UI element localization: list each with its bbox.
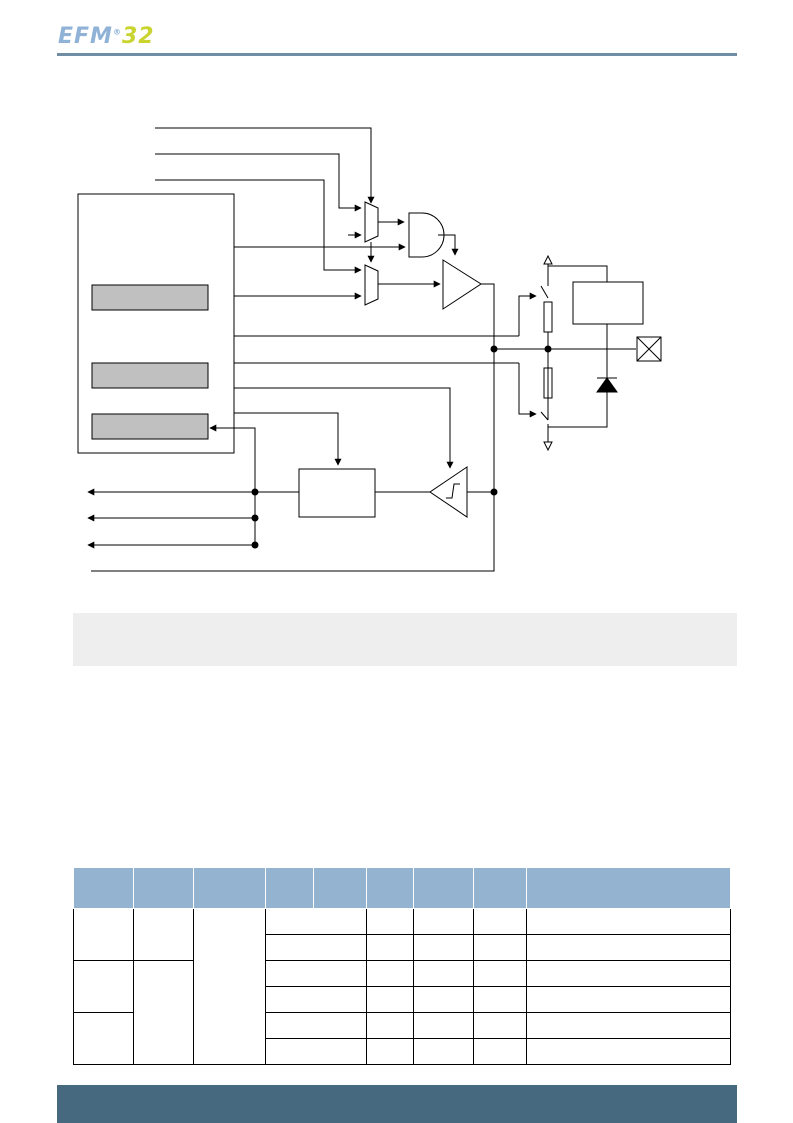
vss-arrow [543,441,553,452]
table-cell [265,934,367,961]
amplifier-icon [442,259,482,310]
table-cell [526,908,731,935]
table-cell [526,986,731,1013]
table-cell [366,1012,414,1039]
register-block-1 [91,284,209,311]
table-header [313,867,367,909]
table-cell [526,1012,731,1039]
signal-line-3 [155,179,362,274]
table-cell [473,986,527,1013]
table-row [74,934,731,961]
footer-bar [57,1085,737,1123]
mux-icon [364,201,379,243]
table-cell [473,1012,527,1039]
table-cell [473,1038,527,1065]
resistor-icon [543,367,553,399]
table-cell [73,1012,134,1065]
table-cell [133,908,194,961]
table-cell [366,960,414,987]
table-cell [473,960,527,987]
table-header [366,867,414,909]
table-cell [265,960,367,987]
junction-dots [251,345,552,549]
input-filter-block [298,468,376,518]
gpio-control-block [77,193,235,454]
table-cell [413,1038,474,1065]
figure-caption-box [73,613,737,666]
table-row [74,986,731,1013]
table-cell [366,934,414,961]
table-cell [413,1012,474,1039]
table-header [193,867,266,909]
register-block-3 [91,413,209,440]
table-cell [526,934,731,961]
resistor-icon [543,301,553,333]
table-header [265,867,314,909]
table-cell [413,908,474,935]
table-header [473,867,527,909]
table-cell [366,1038,414,1065]
table-cell [366,908,414,935]
table-cell [473,908,527,935]
signal-line-2 [155,153,362,212]
table-cell [473,934,527,961]
switch-icon [518,295,536,336]
table-header [526,867,731,909]
efm32-logo: EFM®32 [58,24,155,49]
pad-icon [636,336,662,362]
table-row [74,1038,731,1065]
table-header-row [73,867,731,909]
pin-configuration-table [73,867,731,1065]
mux-icon [364,264,379,306]
table-row [73,908,731,1065]
table-cell [526,1038,731,1065]
table-cell [413,934,474,961]
table-cell [73,908,134,961]
vdd-arrow [543,254,553,265]
table-header [413,867,474,909]
pad-protection-box [572,281,644,325]
and-gate-icon [408,212,445,258]
table-cell [413,960,474,987]
table-cell [526,960,731,987]
table-header [73,867,134,909]
gpio-block-diagram [77,127,662,572]
table-cell [413,986,474,1013]
table-cell [73,960,134,1013]
schmitt-trigger-icon [429,466,468,518]
table-row [73,960,731,1065]
table-header [133,867,194,909]
header-rule [57,53,737,56]
table-cell [366,986,414,1013]
register-block-2 [91,362,209,389]
table-cell [265,1038,367,1065]
table-cell [265,1012,367,1039]
diode-icon [596,377,618,393]
table-cell [133,960,194,1065]
table-row [73,1012,731,1065]
table-cell [193,908,266,1065]
signal-line-1 [155,127,375,204]
table-cell [265,908,367,935]
table-cell [265,986,367,1013]
